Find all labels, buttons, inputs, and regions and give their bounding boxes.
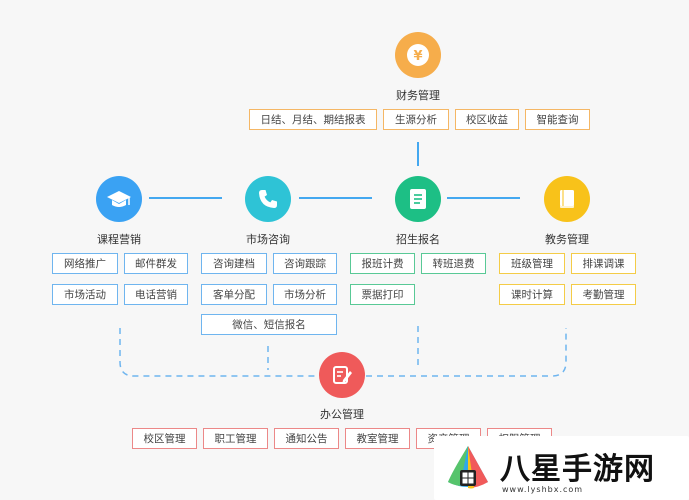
finance-tag[interactable]: 校区收益 [455, 109, 519, 130]
graduation-cap-icon [107, 191, 131, 207]
enrollment-tag[interactable]: 报班计费 [350, 253, 415, 274]
finance-tag[interactable]: 日结、月结、期结报表 [249, 109, 377, 130]
finance-title: 财务管理 [396, 89, 440, 102]
course-marketing-tag[interactable]: 电话营销 [124, 284, 188, 305]
office-tag[interactable]: 通知公告 [274, 428, 339, 449]
office-title: 办公管理 [320, 408, 364, 421]
office-tag[interactable]: 校区管理 [132, 428, 197, 449]
enrollment-tag[interactable]: 票据打印 [350, 284, 415, 305]
market-consult-tag[interactable]: 市场分析 [273, 284, 337, 305]
course-marketing-tag[interactable]: 邮件群发 [124, 253, 188, 274]
academic-title: 教务管理 [545, 233, 589, 246]
office-tag[interactable]: 职工管理 [203, 428, 268, 449]
dashed-bus-right [366, 328, 567, 377]
yen-icon: ¥ [407, 44, 429, 66]
solid-connectors [149, 142, 520, 199]
academic-tag[interactable]: 排课调课 [571, 253, 636, 274]
market-consult-tag[interactable]: 客单分配 [201, 284, 267, 305]
edit-note-icon [333, 366, 352, 384]
academic-tag[interactable]: 课时计算 [499, 284, 565, 305]
market-consult-tag[interactable]: 微信、短信报名 [201, 314, 337, 335]
enrollment-title: 招生报名 [396, 233, 440, 246]
office-tag[interactable]: 教室管理 [345, 428, 410, 449]
course-marketing-title: 课程营销 [97, 233, 141, 246]
office-node[interactable] [319, 352, 365, 398]
watermark: 八星手游网 www.lyshbx.com [434, 436, 689, 500]
market-consult-tag[interactable]: 咨询建档 [201, 253, 267, 274]
market-consult-tag[interactable]: 咨询跟踪 [273, 253, 337, 274]
phone-icon [259, 190, 277, 208]
finance-tag[interactable]: 智能查询 [525, 109, 590, 130]
dashed-bus-left [119, 328, 318, 377]
watermark-logo-icon [448, 446, 488, 489]
watermark-title: 八星手游网 [500, 452, 655, 487]
watermark-url: www.lyshbx.com [502, 485, 584, 494]
academic-tag[interactable]: 考勤管理 [571, 284, 636, 305]
enrollment-tag[interactable]: 转班退费 [421, 253, 486, 274]
svg-text:¥: ¥ [413, 49, 422, 64]
course-marketing-tag[interactable]: 市场活动 [52, 284, 118, 305]
book-icon [560, 190, 574, 208]
market-consult-title: 市场咨询 [246, 233, 290, 246]
enrollment-node[interactable] [395, 176, 441, 222]
market-consult-node[interactable] [245, 176, 291, 222]
academic-tag[interactable]: 班级管理 [499, 253, 565, 274]
finance-tag[interactable]: 生源分析 [383, 109, 449, 130]
document-icon [410, 189, 426, 209]
course-marketing-node[interactable] [96, 176, 142, 222]
course-marketing-tag[interactable]: 网络推广 [52, 253, 118, 274]
dashed-connectors [119, 326, 567, 377]
academic-node[interactable] [544, 176, 590, 222]
finance-node[interactable]: ¥ [395, 32, 441, 78]
